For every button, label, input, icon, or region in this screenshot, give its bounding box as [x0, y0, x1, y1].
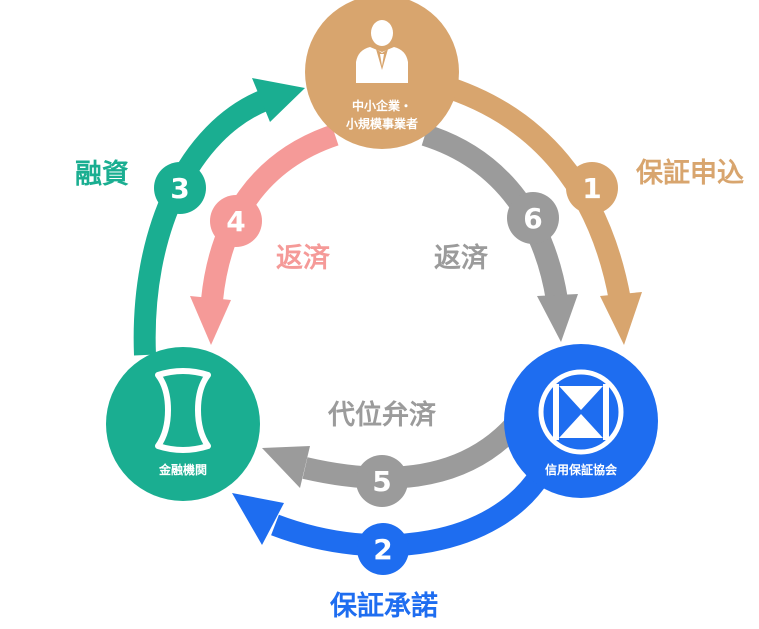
node-bank-label: 金融機関: [158, 462, 207, 477]
node-sme-label-line1: 中小企業・: [352, 98, 412, 113]
node-sme: 中小企業・ 小規模事業者: [305, 0, 459, 149]
node-bank: 金融機関: [106, 347, 260, 501]
arrow-approval: [232, 468, 550, 557]
step-label-3: 融資: [75, 159, 129, 190]
step-label-4: 返済: [276, 242, 331, 274]
step-label-5: 代位弁済: [327, 399, 437, 431]
step-label-6: 返済: [434, 242, 489, 274]
step-label-1: 保証申込: [635, 157, 744, 189]
step-badge-6: 6: [507, 192, 559, 244]
step-number-3: 3: [170, 172, 189, 205]
step-label-2: 保証承諾: [329, 590, 438, 622]
step-number-5: 5: [372, 465, 391, 498]
step-badge-4: 4: [210, 195, 262, 247]
node-guarantee-label: 信用保証協会: [545, 462, 618, 477]
step-badge-1: 1: [566, 162, 618, 214]
arrow-subrogation: [262, 417, 524, 489]
bank-logo-icon: [155, 368, 211, 453]
node-sme-label-line2: 小規模事業者: [346, 116, 418, 131]
step-number-1: 1: [582, 172, 601, 205]
node-guarantee-association: 信用保証協会: [504, 344, 658, 498]
step-number-4: 4: [226, 205, 245, 238]
step-number-2: 2: [373, 533, 392, 566]
arrow-application: [436, 74, 642, 345]
step-badge-5: 5: [356, 455, 408, 507]
businessman-icon: [356, 20, 408, 83]
step-number-6: 6: [523, 202, 542, 235]
guarantee-association-logo-icon: [538, 369, 624, 455]
step-badge-2: 2: [357, 523, 409, 575]
arrow-repayment-to-bank: [190, 124, 339, 345]
step-badge-3: 3: [154, 162, 206, 214]
